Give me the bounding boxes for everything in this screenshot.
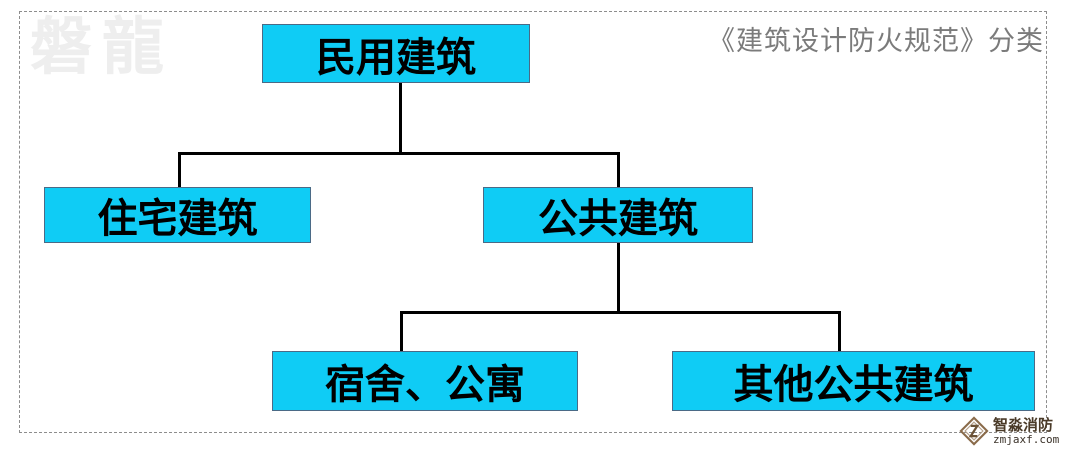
watermark-text: 磐龍 (30, 10, 175, 83)
brand-name: 智淼消防 (993, 415, 1054, 434)
connector-residential-drop (178, 152, 181, 189)
brand-logo: 智淼消防 zmjaxf.com (959, 416, 1059, 446)
diamond-logo-icon (959, 416, 989, 446)
connector-public-down (617, 243, 620, 313)
connector-root-drop (399, 83, 402, 154)
connector-public-drop (617, 152, 620, 189)
node-zhuzhai-jianzhu[interactable]: 住宅建筑 (44, 187, 311, 243)
connector-level3-horizontal (400, 311, 841, 314)
connector-level2-horizontal (178, 152, 620, 155)
node-qita-gonggong-jianzhu[interactable]: 其他公共建筑 (672, 351, 1035, 411)
connector-other-public-drop (838, 311, 841, 353)
node-minyong-jianzhu[interactable]: 民用建筑 (262, 24, 530, 83)
header-caption: 《建筑设计防火规范》分类 (708, 26, 1044, 57)
brand-url: zmjaxf.com (993, 432, 1060, 446)
brand-text-block: 智淼消防 zmjaxf.com (993, 415, 1060, 446)
connector-dorm-drop (400, 311, 403, 353)
node-gonggong-jianzhu[interactable]: 公共建筑 (483, 187, 753, 243)
node-sushe-gongyu[interactable]: 宿舍、公寓 (272, 351, 578, 411)
